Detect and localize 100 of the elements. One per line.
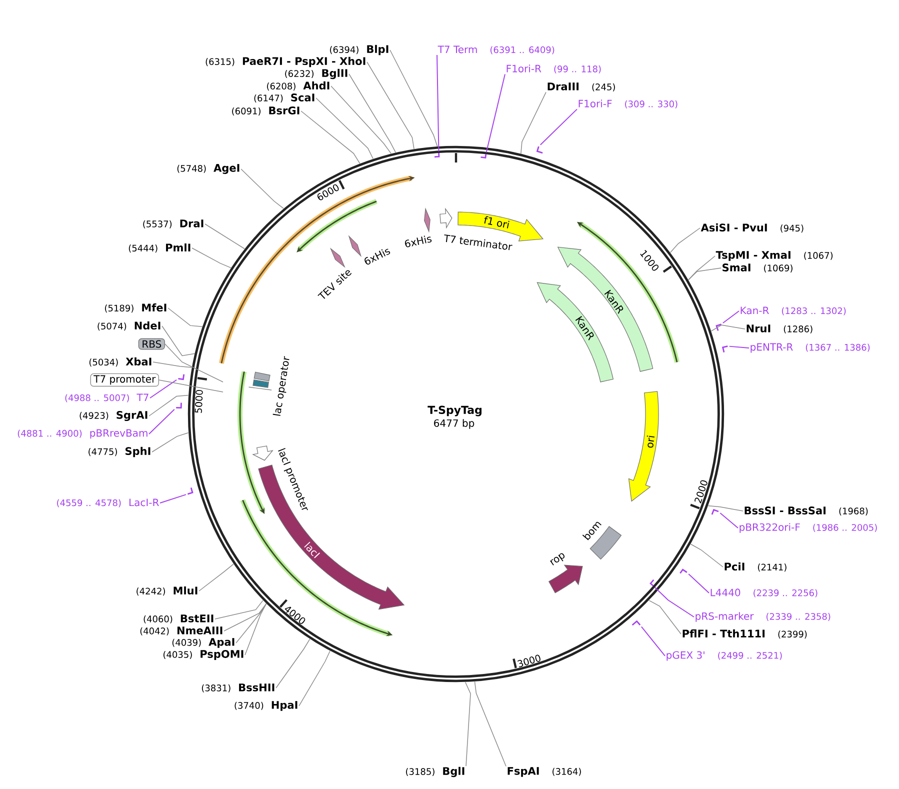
leader-line [520,92,546,154]
leader-line [224,603,267,632]
leader-line [214,600,264,620]
enzyme-label: (6147) ScaI [254,94,314,102]
leader-line [474,681,506,767]
leader-line [465,682,471,766]
primer-label: F1ori-R (99 .. 118) [506,64,601,74]
feature-tag: T7 promoter [90,373,159,387]
leader-line [690,544,724,568]
tick-label: 5000 [194,390,203,413]
enzyme-label: DraIII (245) [548,82,615,92]
leader-line [330,86,392,154]
primer-mark [711,508,719,515]
tick-label: 3000 [518,654,540,668]
leader-line [148,394,189,416]
primer-mark [480,154,487,158]
feature-label: rop [550,553,564,566]
leader-line [160,494,186,504]
primer-mark [178,374,185,380]
enzyme-label: (4039) ApaI [172,638,234,648]
plasmid-name: T-SpyTag [428,406,482,416]
enzyme-label: (4242) MluI [136,586,198,596]
leader-line [654,586,694,618]
enzyme-label: (3185) BglI [406,766,464,778]
enzyme-label: (6315) PaeR7I - PspXI - XhoI [206,56,366,68]
leader-line [152,432,189,452]
primer-mark [434,153,440,158]
primer-mark [632,620,641,626]
leader-line [204,224,245,250]
leader-line [648,600,682,634]
enzyme-label: (5074) NdeI [98,321,160,331]
enzyme-label: (5537) DraI [143,220,204,228]
leader-line [162,326,195,356]
primer-label: (4988 .. 5007) T7 [65,394,148,402]
leader-line [316,98,374,160]
enzyme-label: (4060) BstEII [144,614,214,624]
enzyme-label: (5748) AgeI [177,164,240,174]
enzyme-label: (4923) SgrAI [80,410,148,422]
enzyme-label: (6232) BglII [285,68,348,80]
leader-line [722,310,740,324]
enzyme-label: PflFI - Tth111I (2399) [682,629,807,639]
enzyme-label: SmaI (1069) [722,264,792,272]
leader-line [198,564,234,592]
leader-line [640,626,666,656]
leader-line [670,228,700,253]
enzyme-label: (5189) MfeI [105,303,166,313]
leader-line [710,324,746,332]
enzyme-label: (4775) SphI [88,446,150,458]
primer-mark [716,324,722,331]
primer-label: L4440 (2239 .. 2256) [710,588,818,598]
leader-line [348,74,396,153]
enzyme-label: PciI (2141) [724,562,786,572]
primer-mark [187,488,194,495]
primer-mark [176,402,182,409]
leader-line [148,408,175,434]
primer-label: (4881 .. 4900) pBRrevBam [18,429,148,439]
leader-line [298,650,330,706]
leader-line [486,74,506,153]
enzyme-label: (3831) BssHII [202,684,274,692]
leader-line [192,248,232,268]
enzyme-label: (3740) HpaI [234,701,298,711]
leader-line [300,110,360,164]
leader-line [276,638,310,688]
leader-line [688,268,722,280]
enzyme-label: (5034) XbaI [89,357,152,367]
primer-label: pBR322ori-F (1986 .. 2005) [740,523,877,533]
enzyme-label: NruI (1286) [746,324,812,334]
plasmid-length: 6477 bp [434,419,474,429]
leader-line [244,603,267,656]
feature-block: ori [628,391,659,502]
leader-line [720,512,738,528]
enzyme-label: BssSI - BssSaI (1968) [744,506,868,516]
feature-label: lac operator [272,356,290,416]
leader-line [158,380,224,392]
leader-line [236,603,267,644]
enzyme-label: AsiSI - PvuI (945) [700,223,804,233]
leader-line [688,573,710,594]
primer-mark [680,568,688,574]
primer-label: pRS-marker (2339 .. 2358) [696,612,830,622]
leader-line [152,362,192,368]
feature-label: 6xHis [405,236,432,248]
primer-mark [536,146,543,154]
leader-line [240,168,284,209]
primer-label: T7 Term (6391 .. 6409) [438,46,554,54]
leader-line [366,62,414,150]
enzyme-label: (6394) BlpI [330,44,388,56]
enzyme-label: TspMI - XmaI (1067) [716,251,833,261]
primer-mark [650,579,654,586]
primer-label: F1ori-F (309 .. 330) [578,100,678,108]
leader-line [540,108,578,146]
leader-line [150,379,178,398]
enzyme-label: (4042) NmeAIII [140,626,222,636]
leader-line [436,54,440,152]
enzyme-label: FspAI (3164) [508,767,581,777]
enzyme-label: (6208) AhdI [267,81,330,91]
leader-line [390,50,438,147]
enzyme-label: (5444) PmlI [128,243,190,253]
leader-line [708,505,744,512]
leader-line [164,344,224,382]
primer-label: pENTR-R (1367 .. 1386) [750,343,870,353]
